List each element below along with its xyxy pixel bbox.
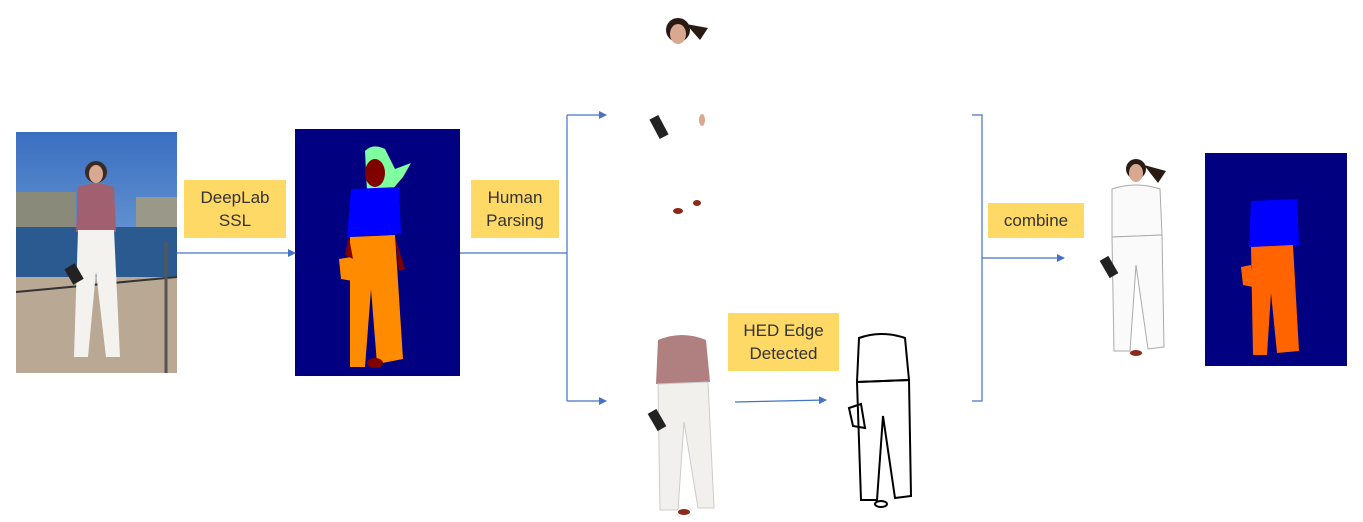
edge-map-icon [847,333,913,508]
parsing-line2: Parsing [486,211,544,230]
photo-input-icon [15,132,178,373]
segmentation-map-icon [295,129,460,376]
edge-map [845,330,915,510]
combine-label: combine [988,203,1084,238]
deeplab-line1: DeepLab [200,188,270,207]
combined-sketch [1099,155,1175,360]
combined-sketch-icon [1099,159,1166,356]
deeplab-ssl-label: DeepLab SSL [184,180,286,238]
parsed-face-limbs [630,10,730,220]
combined-segmentation [1205,153,1347,366]
hed-edge-label: HED Edge Detected [728,313,839,371]
parsed-clothes [640,330,730,520]
hed-line2: Detected [749,344,818,363]
combine-bracket [972,114,983,402]
parsing-line1: Human [487,188,543,207]
parsed-face-limbs-icon [649,18,708,214]
segmentation-map [295,129,460,376]
arrow-clothes-to-edge [734,396,827,405]
input-photo [15,132,178,373]
hed-line1: HED Edge [743,321,824,340]
combined-segmentation-icon [1205,153,1347,366]
human-parsing-label: Human Parsing [471,180,559,238]
parsed-clothes-icon [647,335,715,515]
combine-line1: combine [1003,211,1069,230]
deeplab-line2: SSL [218,211,252,230]
